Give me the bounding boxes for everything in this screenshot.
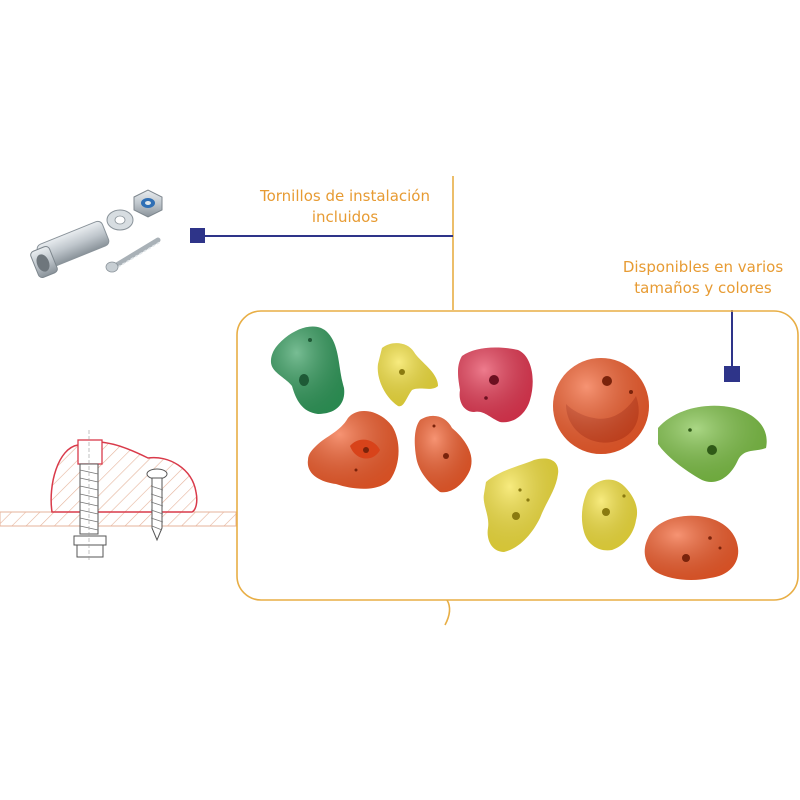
screws-callout-line-2: incluidos	[311, 208, 379, 226]
screws-connector-square	[190, 228, 205, 243]
climbing-hold-orange-small	[414, 415, 472, 493]
sizes-callout-line-1: Disponibles en varios	[622, 258, 784, 276]
climbing-hold-yellow-small	[377, 343, 438, 407]
climbing-hold-orange-medium	[307, 411, 399, 489]
climbing-hold-lime	[658, 405, 767, 482]
climbing-hold-yellow-large	[483, 458, 559, 552]
sizes-callout-line-2: tamaños y colores	[634, 279, 772, 297]
climbing-hold-green	[270, 326, 345, 414]
sizes-connector-square	[724, 366, 740, 382]
screws-callout-label: Tornillos de instalación incluidos	[230, 186, 460, 228]
climbing-hold-yellow-medium	[581, 479, 638, 551]
climbing-hold-orange-round	[553, 358, 649, 454]
mounting-section-drawing	[0, 430, 237, 562]
screws-callout-line-1: Tornillos de instalación	[259, 187, 430, 205]
sizes-callout-label: Disponibles en varios tamaños y colores	[598, 257, 800, 299]
climbing-hold-red	[458, 347, 533, 423]
vertical-divider-tail	[444, 599, 451, 626]
climbing-hold-orange-wide	[644, 515, 739, 580]
installation-screws-image	[30, 189, 163, 279]
climbing-holds-group	[270, 326, 767, 580]
holds-frame	[236, 310, 799, 601]
